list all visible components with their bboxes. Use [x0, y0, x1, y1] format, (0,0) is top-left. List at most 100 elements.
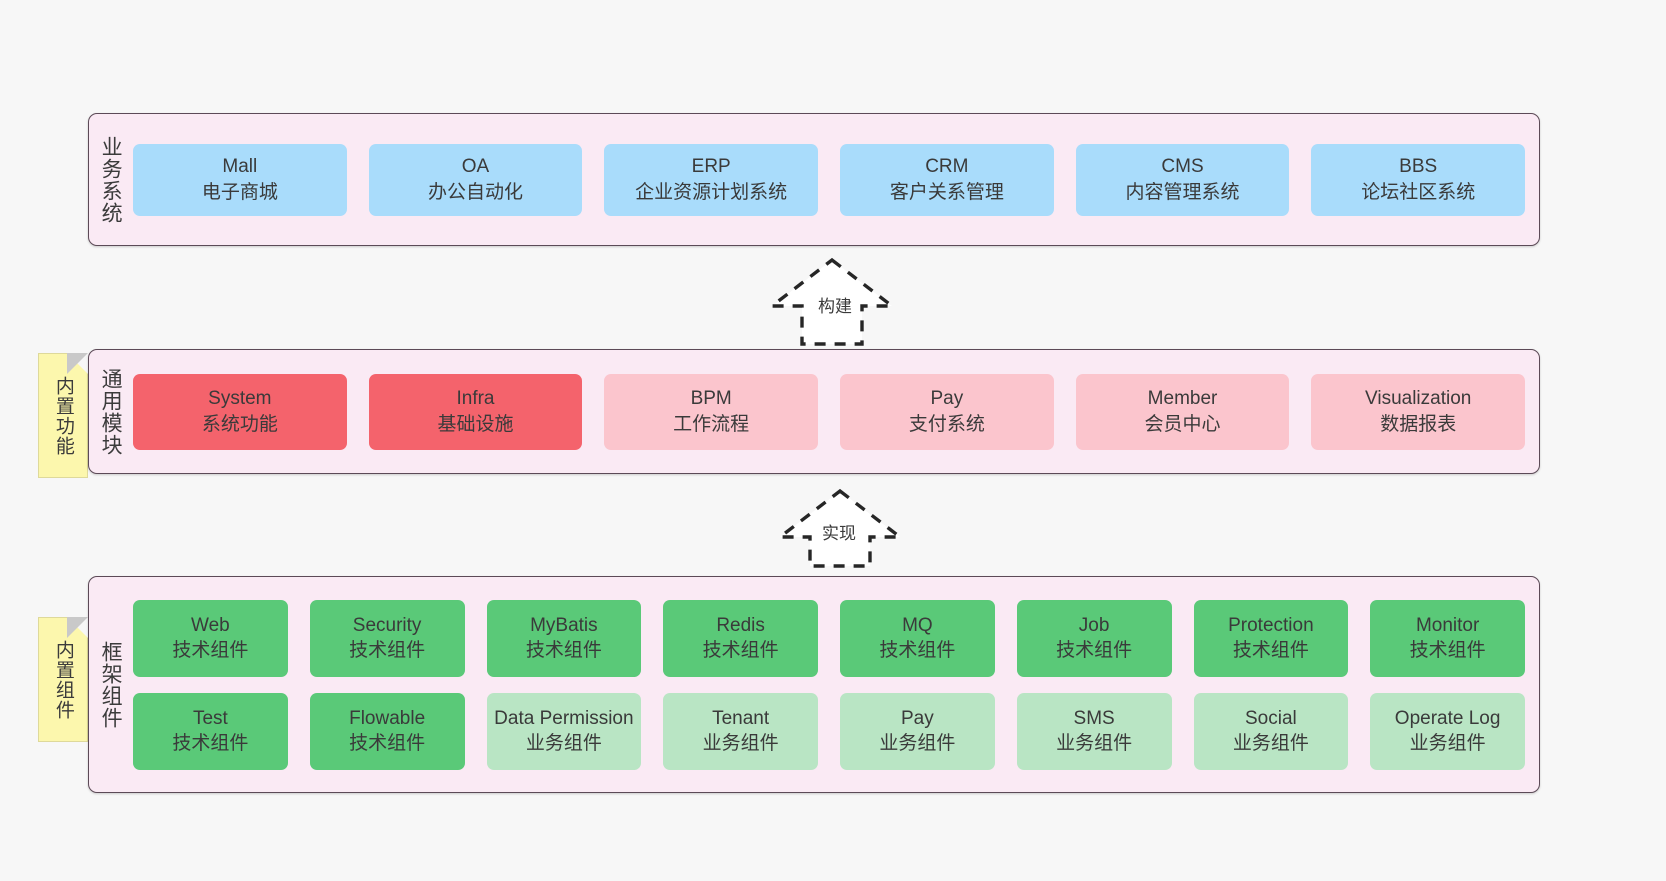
- card-title-cn: 技术组件: [1232, 640, 1309, 661]
- card-monitor[interactable]: Monitor 技术组件: [1370, 599, 1525, 677]
- connector-build-label: 构建: [818, 297, 852, 316]
- layer-framework-component: 框架组件 Web 技术组件 Security 技术组件 MyBatis 技术组件…: [88, 576, 1540, 793]
- layer-body-business-system: Mall 电子商城 OA 办公自动化 ERP 企业资源计划系统 CRM 客户关系…: [131, 114, 1539, 245]
- card-title-cn: 技术组件: [172, 733, 249, 754]
- card-title-cn: 业务组件: [879, 733, 956, 754]
- card-title-en: SMS: [1073, 707, 1115, 729]
- card-title-en: Member: [1147, 388, 1218, 410]
- card-sms[interactable]: SMS 业务组件: [1016, 692, 1172, 770]
- card-title-cn: 论坛社区系统: [1361, 181, 1476, 203]
- card-title-en: BPM: [690, 388, 732, 410]
- card-title-en: Flowable: [349, 707, 426, 729]
- layer-body-common-module: System 系统功能 Infra 基础设施 BPM 工作流程 Pay 支付系统…: [131, 350, 1539, 473]
- card-title-cn: 技术组件: [1056, 640, 1133, 661]
- card-title-cn: 技术组件: [702, 640, 779, 661]
- connector-implement: 实现: [770, 487, 922, 569]
- note-label: 内置功能: [52, 375, 74, 456]
- card-title-en: Social: [1245, 707, 1297, 729]
- card-title-en: CRM: [925, 156, 969, 178]
- card-title-cn: 业务组件: [1232, 733, 1309, 754]
- card-title-cn: 技术组件: [349, 733, 426, 754]
- card-title-en: Web: [191, 614, 230, 636]
- note-label: 内置组件: [52, 639, 74, 720]
- card-title-en: Test: [192, 707, 228, 729]
- card-title-en: CMS: [1161, 156, 1204, 178]
- card-oa[interactable]: OA 办公自动化: [368, 143, 583, 216]
- card-pay-module[interactable]: Pay 支付系统: [840, 373, 1054, 450]
- layer-business-system: 业务系统 Mall 电子商城 OA 办公自动化 ERP 企业资源计划系统 CRM…: [88, 113, 1540, 246]
- layer-title-common-module: 通用模块: [99, 367, 123, 456]
- card-data-permission[interactable]: Data Permission 业务组件: [486, 692, 642, 770]
- card-title-cn: 技术组件: [879, 640, 956, 661]
- note-builtin-functions: 内置功能: [38, 353, 88, 478]
- card-title-en: Visualization: [1365, 388, 1472, 410]
- card-row: Web 技术组件 Security 技术组件 MyBatis 技术组件 Redi…: [133, 599, 1525, 677]
- layer-common-module: 通用模块 System 系统功能 Infra 基础设施 BPM 工作流程 Pay…: [88, 349, 1540, 474]
- card-bpm[interactable]: BPM 工作流程: [604, 373, 819, 450]
- card-title-en: OA: [461, 156, 490, 178]
- card-infra[interactable]: Infra 基础设施: [368, 373, 583, 450]
- card-title-cn: 内容管理系统: [1125, 181, 1240, 203]
- connector-build: 构建: [756, 256, 908, 348]
- card-title-cn: 基础设施: [437, 413, 514, 435]
- card-erp[interactable]: ERP 企业资源计划系统: [604, 143, 819, 216]
- card-title-en: Redis: [716, 614, 765, 636]
- card-flowable[interactable]: Flowable 技术组件: [309, 692, 465, 770]
- card-pay-component[interactable]: Pay 业务组件: [840, 692, 995, 770]
- layer-body-framework-component: Web 技术组件 Security 技术组件 MyBatis 技术组件 Redi…: [131, 577, 1539, 792]
- card-mall[interactable]: Mall 电子商城: [133, 143, 347, 216]
- card-title-en: Protection: [1228, 614, 1314, 636]
- card-title-cn: 工作流程: [673, 413, 750, 435]
- card-title-en: Pay: [930, 388, 964, 410]
- card-cms[interactable]: CMS 内容管理系统: [1075, 143, 1290, 216]
- card-mq[interactable]: MQ 技术组件: [840, 599, 995, 677]
- connector-implement-label: 实现: [822, 524, 856, 543]
- card-tenant[interactable]: Tenant 业务组件: [663, 692, 818, 770]
- layer-title-framework-component: 框架组件: [99, 640, 123, 729]
- card-operate-log[interactable]: Operate Log 业务组件: [1370, 692, 1525, 770]
- card-title-cn: 业务组件: [525, 733, 602, 754]
- card-title-en: Data Permission: [494, 707, 634, 729]
- card-crm[interactable]: CRM 客户关系管理: [840, 143, 1054, 216]
- card-row: System 系统功能 Infra 基础设施 BPM 工作流程 Pay 支付系统…: [133, 373, 1526, 450]
- card-system[interactable]: System 系统功能: [133, 373, 347, 450]
- layer-title-business-system: 业务系统: [99, 135, 123, 224]
- card-title-cn: 技术组件: [1409, 640, 1486, 661]
- card-title-cn: 技术组件: [349, 640, 426, 661]
- note-builtin-components: 内置组件: [38, 617, 88, 742]
- card-title-cn: 企业资源计划系统: [635, 181, 788, 203]
- card-title-cn: 支付系统: [908, 413, 985, 435]
- card-title-cn: 数据报表: [1380, 413, 1457, 435]
- card-redis[interactable]: Redis 技术组件: [663, 599, 818, 677]
- card-title-en: Tenant: [712, 707, 770, 729]
- card-title-cn: 系统功能: [201, 413, 278, 435]
- card-title-en: Infra: [456, 388, 495, 410]
- card-title-en: MQ: [902, 614, 933, 636]
- card-title-en: Operate Log: [1394, 707, 1501, 729]
- card-security[interactable]: Security 技术组件: [309, 599, 465, 677]
- card-test[interactable]: Test 技术组件: [133, 692, 288, 770]
- card-mybatis[interactable]: MyBatis 技术组件: [486, 599, 642, 677]
- card-member[interactable]: Member 会员中心: [1075, 373, 1290, 450]
- card-row: Mall 电子商城 OA 办公自动化 ERP 企业资源计划系统 CRM 客户关系…: [133, 143, 1526, 216]
- card-title-en: Pay: [901, 707, 934, 729]
- card-title-cn: 会员中心: [1144, 413, 1221, 435]
- card-title-cn: 办公自动化: [428, 181, 524, 203]
- card-protection[interactable]: Protection 技术组件: [1193, 599, 1349, 677]
- card-title-en: System: [208, 388, 272, 410]
- card-title-cn: 技术组件: [525, 640, 602, 661]
- card-title-cn: 业务组件: [1056, 733, 1133, 754]
- card-title-cn: 业务组件: [1409, 733, 1486, 754]
- card-title-en: ERP: [691, 156, 731, 178]
- card-visualization[interactable]: Visualization 数据报表: [1311, 373, 1526, 450]
- card-title-en: MyBatis: [530, 614, 598, 636]
- card-bbs[interactable]: BBS 论坛社区系统: [1311, 143, 1526, 216]
- card-title-en: Mall: [222, 156, 258, 178]
- card-job[interactable]: Job 技术组件: [1016, 599, 1172, 677]
- card-title-en: BBS: [1399, 156, 1438, 178]
- card-web[interactable]: Web 技术组件: [133, 599, 288, 677]
- card-title-en: Security: [352, 614, 422, 636]
- card-social[interactable]: Social 业务组件: [1193, 692, 1349, 770]
- card-title-cn: 技术组件: [172, 640, 249, 661]
